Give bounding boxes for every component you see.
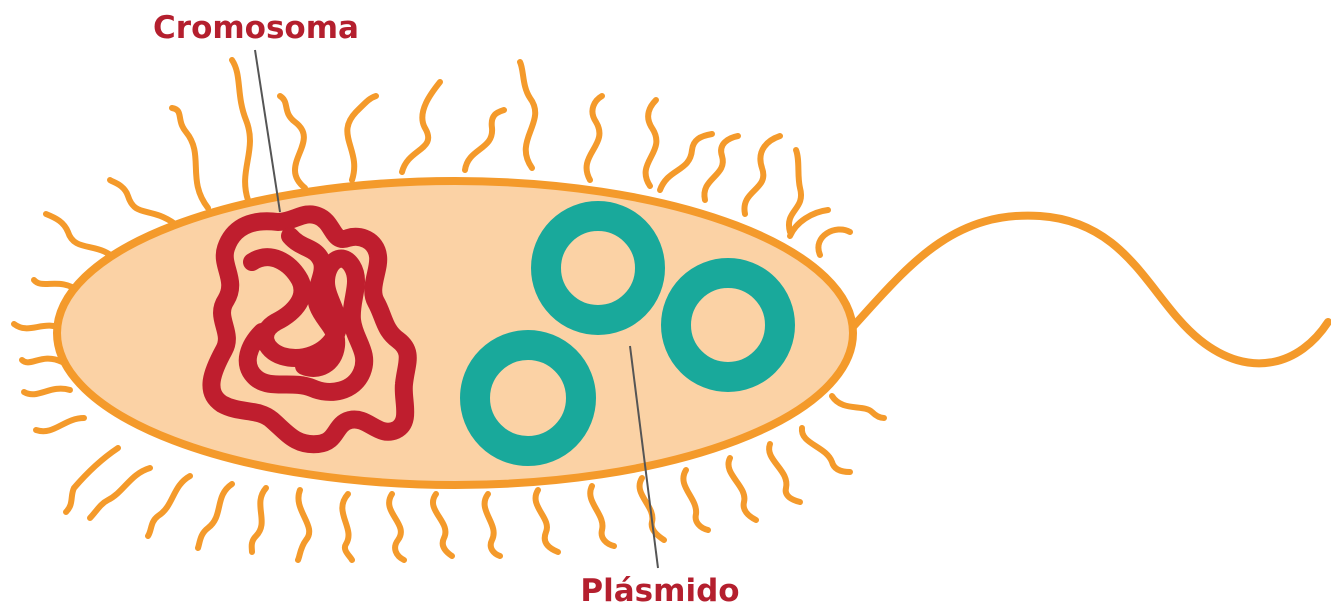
pilus: [728, 458, 756, 520]
pilus: [172, 108, 208, 208]
pilus: [36, 418, 84, 431]
pilus: [148, 476, 190, 536]
pilus: [640, 478, 664, 540]
pilus: [818, 229, 850, 255]
pilus: [802, 428, 850, 472]
chromosome-label: Cromosoma: [153, 10, 359, 46]
pilus: [590, 486, 614, 546]
pilus: [769, 444, 800, 502]
cell-body: [57, 181, 853, 485]
pilus: [587, 96, 602, 180]
pilus: [465, 110, 504, 170]
pilus: [520, 62, 535, 168]
pilus: [24, 389, 70, 395]
pilus: [66, 448, 118, 512]
pilus: [744, 136, 780, 214]
pilus: [232, 60, 250, 200]
pilus: [485, 494, 500, 556]
pilus: [90, 468, 150, 518]
pilus: [280, 96, 305, 188]
chromosome-leader-line: [255, 50, 280, 212]
pilus: [110, 180, 175, 224]
pilus: [402, 82, 440, 172]
pilus: [347, 96, 376, 180]
pilus: [198, 484, 232, 548]
flagellum: [850, 216, 1328, 364]
pilus: [22, 359, 62, 363]
pilus: [298, 490, 309, 560]
pilus: [342, 494, 352, 560]
pilus: [704, 136, 738, 200]
pilus: [536, 490, 558, 552]
pilus: [252, 488, 266, 552]
pilus: [389, 494, 404, 560]
pilus: [433, 494, 452, 556]
pilus: [646, 100, 657, 186]
pilus: [660, 134, 712, 190]
pilus: [683, 470, 708, 530]
pilus: [832, 396, 884, 418]
plasmid-label: Plásmido: [580, 573, 739, 608]
